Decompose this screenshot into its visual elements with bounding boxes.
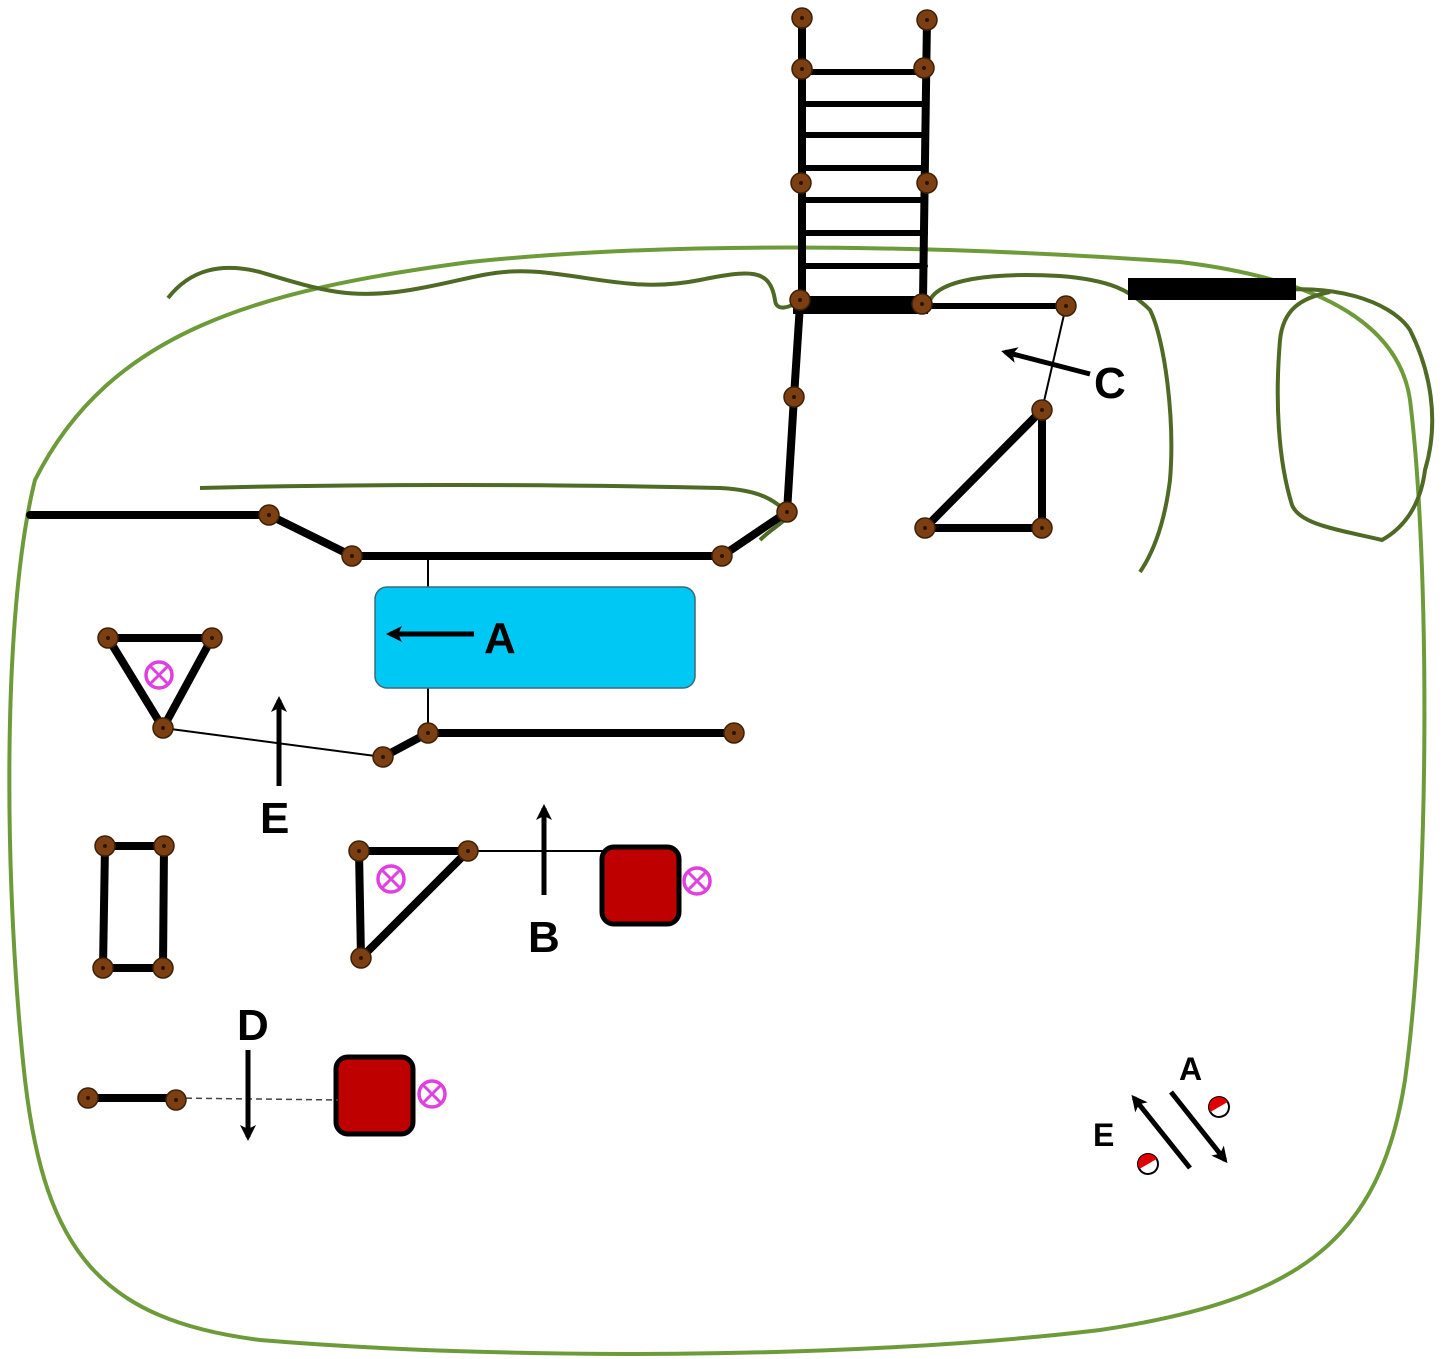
circle-dot-icon	[916, 9, 938, 31]
circle-dot-icon	[776, 501, 798, 523]
circle-dot-icon	[913, 57, 935, 79]
red-block-upper	[599, 844, 682, 927]
circled-x-icon	[417, 1079, 447, 1109]
circle-dot-icon	[783, 386, 805, 408]
circle-dot-icon	[911, 293, 933, 315]
label-c: C	[1094, 359, 1126, 408]
circle-dot-icon	[723, 722, 745, 744]
circle-dot-icon	[457, 840, 479, 862]
ladder	[793, 14, 931, 314]
arrow-c	[1001, 347, 1091, 377]
circle-dot-icon	[350, 947, 372, 969]
legend-arrow-a	[1169, 1090, 1228, 1164]
cyan-rectangle	[374, 586, 696, 689]
label-a: A	[484, 614, 516, 663]
circle-dot-icon	[258, 504, 280, 526]
legend-arrow-e	[1131, 1094, 1192, 1170]
half-red-circle-icon	[1137, 1153, 1159, 1175]
circle-dot-icon	[97, 627, 119, 649]
circle-dot-icon	[417, 722, 439, 744]
circle-dot-icon	[201, 627, 223, 649]
circle-dot-icon	[916, 172, 938, 194]
circled-x-icon	[144, 660, 174, 690]
nodes-group	[77, 7, 1077, 1111]
circle-dot-icon	[153, 835, 175, 857]
upper-network-line	[26, 508, 791, 560]
circle-dot-icon	[789, 289, 811, 311]
label-d: D	[237, 1001, 269, 1050]
outer-boundary	[7, 245, 1427, 1356]
circle-dot-icon	[92, 957, 114, 979]
right-triangle	[921, 406, 1046, 532]
circle-dot-icon	[790, 172, 812, 194]
label-e: E	[260, 794, 289, 843]
right-loop-vine	[1264, 287, 1435, 543]
right-top-vine	[928, 273, 1174, 574]
circle-dot-icon	[152, 717, 174, 739]
black-bar	[1128, 278, 1296, 300]
circle-dot-icon	[914, 517, 936, 539]
circle-dot-icon	[711, 545, 733, 567]
circle-dot-icon	[791, 7, 813, 29]
top-vine	[166, 265, 802, 310]
circle-dot-icon	[1031, 517, 1053, 539]
circled-x-icon	[682, 866, 712, 896]
dashed-link	[175, 1097, 339, 1101]
circle-dot-icon	[152, 957, 174, 979]
circle-dot-icon	[1055, 295, 1077, 317]
trunk-line	[783, 300, 804, 516]
half-red-circle-icon	[1208, 1096, 1230, 1118]
inverted-triangle	[104, 634, 216, 732]
circled-x-icon	[376, 864, 406, 894]
circle-dot-icon	[341, 545, 363, 567]
middle-vine	[199, 483, 793, 542]
circle-dot-icon	[165, 1089, 187, 1111]
legend-label-a: A	[1179, 1051, 1202, 1087]
circle-dot-icon	[348, 840, 370, 862]
circle-dot-icon	[1031, 399, 1053, 421]
node-rectangle	[99, 842, 168, 972]
legend-label-e: E	[1093, 1117, 1114, 1153]
label-b: B	[528, 913, 560, 962]
circle-dot-icon	[372, 746, 394, 768]
circle-dot-icon	[77, 1087, 99, 1109]
red-block-lower	[333, 1054, 416, 1137]
middle-triangle	[355, 847, 472, 962]
circle-dot-icon	[791, 58, 813, 80]
circle-dot-icon	[94, 835, 116, 857]
